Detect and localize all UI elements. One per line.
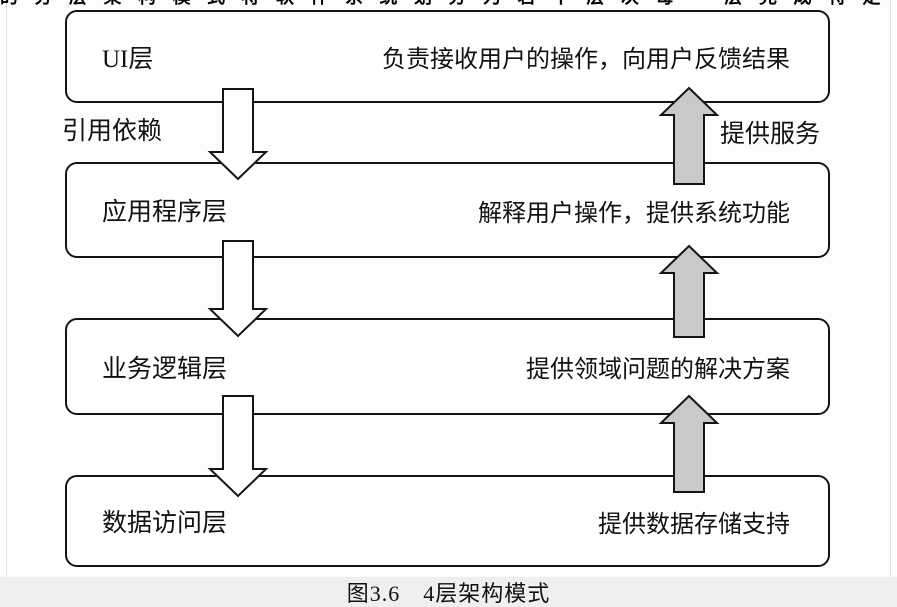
- layer-desc-data-access: 提供数据存储支持: [598, 511, 790, 538]
- layer-box-ui: UI层 负责接收用户的操作，向用户反馈结果: [65, 10, 830, 103]
- layer-name-business-logic: 业务逻辑层: [102, 355, 228, 383]
- up-arrow-data-to-business: [658, 394, 720, 493]
- layer-name-ui: UI层: [102, 45, 154, 73]
- page-left-margin-line: [6, 0, 7, 607]
- figure-caption: 图3.6 4层架构模式: [346, 581, 551, 606]
- layer-desc-business-logic: 提供领域问题的解决方案: [526, 357, 790, 383]
- layer-desc-ui: 负责接收用户的操作，向用户反馈结果: [382, 47, 790, 73]
- down-arrow-ui-to-application: [207, 88, 269, 181]
- layer-name-application: 应用程序层: [102, 199, 228, 226]
- layer-name-data-access: 数据访问层: [102, 510, 228, 537]
- up-arrow-business-to-application: [658, 244, 720, 338]
- clipped-text-strip: 的 分 层 架 构 模 式 将 软 件 系 统 划 分 为 若 干 层 次 每 …: [0, 0, 897, 9]
- service-label: 提供服务: [720, 121, 821, 148]
- down-arrow-business-to-data: [207, 395, 269, 498]
- dependency-label: 引用依赖: [62, 118, 163, 145]
- down-arrow-application-to-business: [207, 240, 269, 338]
- up-arrow-application-to-ui: [658, 86, 720, 185]
- page-right-margin-line: [890, 0, 891, 607]
- caption-band: 图3.6 4层架构模式: [0, 577, 897, 607]
- clipped-text-fragments: 的 分 层 架 构 模 式 将 软 件 系 统 划 分 为 若 干 层 次 每 …: [0, 0, 897, 8]
- layer-desc-application: 解释用户操作，提供系统功能: [478, 200, 790, 227]
